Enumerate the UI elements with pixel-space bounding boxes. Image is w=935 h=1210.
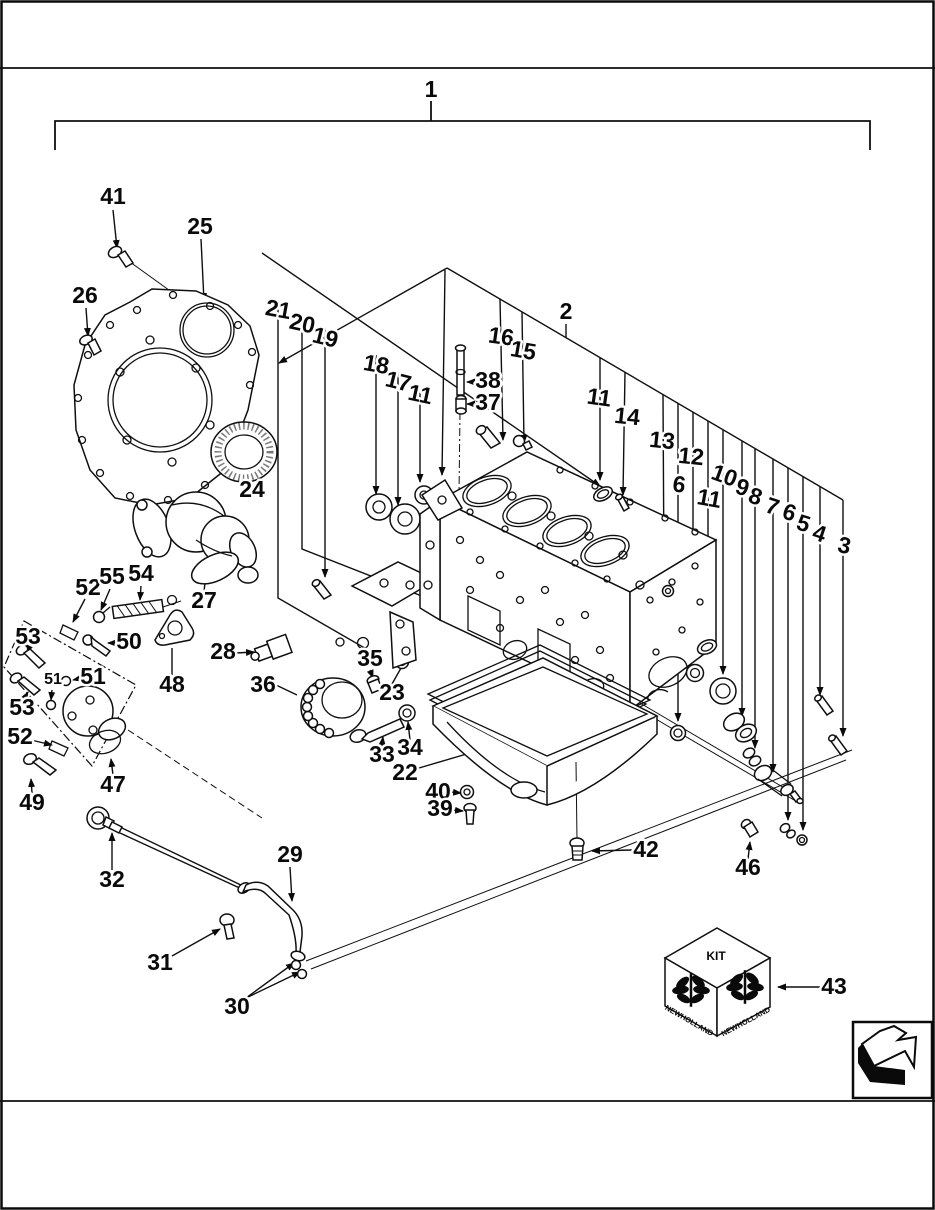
part-label-23: 23 <box>379 679 405 705</box>
page-continue-arrow-icon <box>851 1020 934 1100</box>
part-label-46: 46 <box>735 854 761 880</box>
part-label-21: 21 <box>263 294 293 324</box>
part-label-11: 11 <box>695 483 724 513</box>
part-label-47: 47 <box>100 771 126 797</box>
part-label-55: 55 <box>99 563 125 589</box>
kit-box: KIT NEWHOLLAND NEWHOLLAND <box>663 927 772 1038</box>
part-label-2: 2 <box>560 298 573 324</box>
part-label-48: 48 <box>159 671 185 697</box>
midline-parts-art <box>154 485 438 744</box>
part-label-39: 39 <box>427 795 453 821</box>
part-label-26: 26 <box>72 282 98 308</box>
part-label-53: 53 <box>9 694 35 720</box>
part-label-50: 50 <box>116 628 142 654</box>
right-parts-art <box>592 486 849 846</box>
fastener-art <box>454 344 585 861</box>
part-label-51: 51 <box>80 663 106 689</box>
part-label-14: 14 <box>613 402 641 431</box>
part-label-25: 25 <box>187 213 213 239</box>
part-label-49: 49 <box>19 789 45 815</box>
part-label-51: 51 <box>44 671 62 688</box>
part-label-6: 6 <box>671 470 687 498</box>
part-label-52: 52 <box>75 574 101 600</box>
part-label-1: 1 <box>425 76 438 102</box>
part-label-28: 28 <box>210 638 236 664</box>
dipstick-tube-art <box>86 806 308 980</box>
part-label-34: 34 <box>397 734 423 760</box>
bolt-art-41-26 <box>79 245 135 357</box>
part-label-13: 13 <box>648 426 676 455</box>
kit-box-top-label: KIT <box>706 949 726 963</box>
part-label-41: 41 <box>100 183 126 209</box>
part-label-22: 22 <box>392 759 418 785</box>
part-label-35: 35 <box>357 645 383 671</box>
part-label-27: 27 <box>191 587 217 613</box>
engine-block-art <box>419 451 718 712</box>
part-label-15: 15 <box>508 335 538 365</box>
part-label-43: 43 <box>821 973 847 999</box>
group-bracket <box>54 101 871 150</box>
part-label-37: 37 <box>475 389 501 415</box>
part-label-40: 40 <box>425 778 451 804</box>
part-label-38: 38 <box>475 367 501 393</box>
part-label-32: 32 <box>99 866 125 892</box>
part-label-42: 42 <box>633 836 659 862</box>
oil-pan-art <box>426 644 659 806</box>
part-label-54: 54 <box>128 560 154 586</box>
part-label-36: 36 <box>250 671 276 697</box>
part-label-12: 12 <box>677 442 705 471</box>
part-label-53: 53 <box>15 623 41 649</box>
part-label-29: 29 <box>277 841 303 867</box>
part-label-52: 52 <box>7 723 33 749</box>
part-label-31: 31 <box>147 949 173 975</box>
part-label-24: 24 <box>239 476 265 502</box>
flywheel-plate-art <box>73 288 278 506</box>
starter-motor-art <box>132 491 259 585</box>
part-label-33: 33 <box>369 741 395 767</box>
pump-cluster-art <box>3 594 178 776</box>
leader-lines <box>20 209 853 999</box>
part-label-30: 30 <box>224 993 250 1019</box>
part-label-11: 11 <box>585 383 613 412</box>
